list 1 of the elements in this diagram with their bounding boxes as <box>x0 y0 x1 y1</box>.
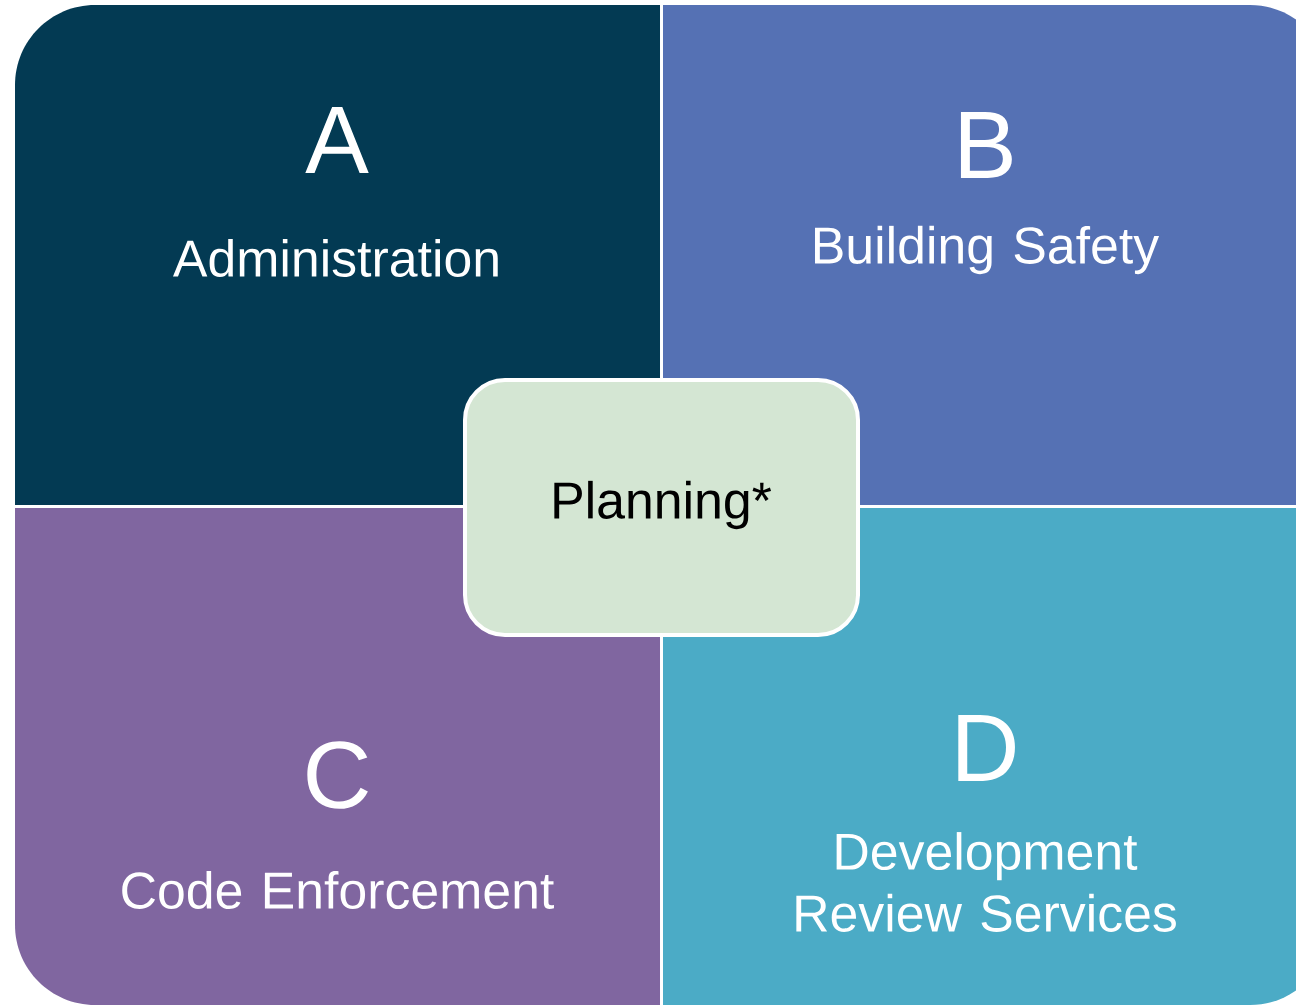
center-box: Planning* <box>463 378 860 637</box>
